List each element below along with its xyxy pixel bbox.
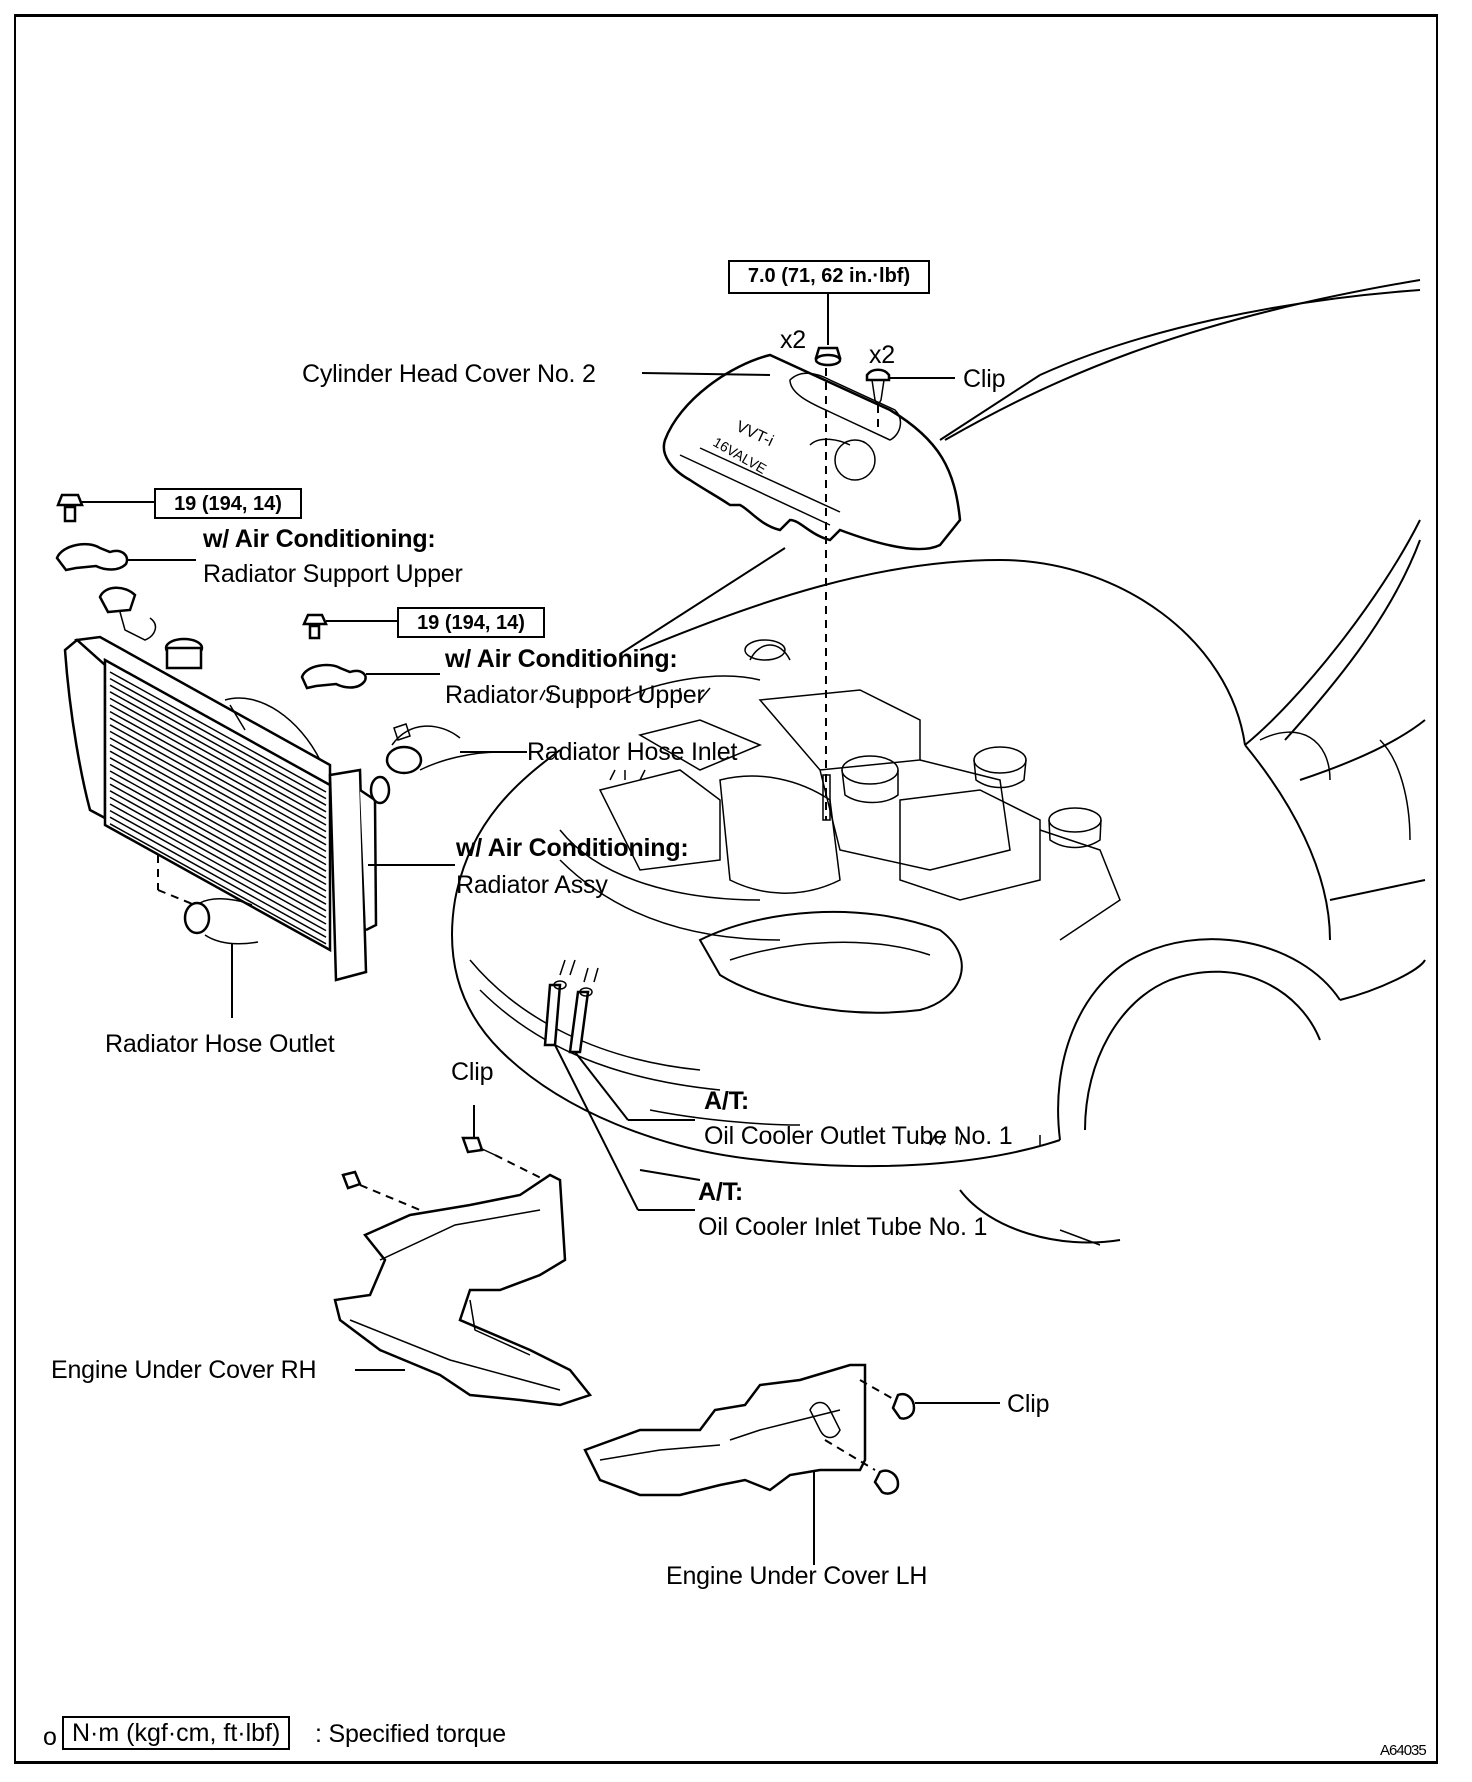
radiator-fin	[109, 823, 327, 945]
label-outlet-tube-name: Oil Cooler Outlet Tube No. 1	[704, 1122, 1013, 1150]
label-radiator-name: Radiator Assy	[456, 871, 608, 899]
torque-spec-support-bolt-1: 19 (194, 14)	[154, 488, 302, 519]
radiator-fin	[109, 691, 327, 813]
quantity-cover-nut: x2	[780, 326, 807, 354]
legend-description: : Specified torque	[315, 1720, 506, 1748]
label-support-1-name: Radiator Support Upper	[203, 560, 463, 588]
legend-unit-box: N·m (kgf·cm, ft·lbf)	[62, 1716, 291, 1750]
label-under-cover-rh: Engine Under Cover RH	[51, 1356, 317, 1384]
label-support-1-condition: w/ Air Conditioning:	[203, 525, 436, 553]
radiator-fin	[109, 704, 327, 826]
radiator-support-upper-2-drawing	[300, 613, 440, 690]
label-under-cover-lh: Engine Under Cover LH	[666, 1562, 928, 1590]
torque-spec-cover-nut: 7.0 (71, 62 in.·lbf)	[728, 260, 930, 294]
radiator-fin	[109, 770, 327, 892]
radiator-fin	[109, 816, 327, 938]
radiator-fin	[109, 803, 327, 925]
radiator-fin	[109, 790, 327, 912]
cylinder-head-cover-drawing: VVT-i 16VALVE	[662, 353, 962, 551]
radiator-fin	[109, 730, 327, 853]
radiator-fin	[109, 783, 327, 905]
radiator-fin	[109, 684, 327, 806]
radiator-drawing	[63, 586, 527, 1018]
label-support-2-condition: w/ Air Conditioning:	[445, 645, 678, 673]
label-outlet-tube-condition: A/T:	[704, 1087, 750, 1115]
label-clip-middle: Clip	[451, 1058, 494, 1086]
diagram-frame	[14, 14, 1438, 1764]
torque-spec-support-bolt-2: 19 (194, 14)	[397, 607, 545, 638]
radiator-fin	[109, 710, 327, 833]
cover-fasteners	[619, 294, 955, 821]
radiator-fin	[109, 809, 327, 932]
legend-marker: o	[43, 1723, 57, 1751]
radiator-fin	[109, 757, 327, 879]
engine-bay-outline	[539, 639, 1411, 941]
label-hose-inlet: Radiator Hose Inlet	[527, 738, 738, 766]
label-radiator-condition: w/ Air Conditioning:	[456, 834, 689, 862]
quantity-cover-clip: x2	[869, 341, 896, 369]
label-clip-bottom: Clip	[1007, 1390, 1050, 1418]
radiator-fin	[109, 724, 327, 846]
radiator-fin	[109, 677, 327, 800]
label-inlet-tube-condition: A/T:	[698, 1178, 744, 1206]
engine-under-cover-lh-drawing	[583, 1363, 1000, 1565]
radiator-fin	[109, 743, 327, 866]
label-hose-outlet: Radiator Hose Outlet	[105, 1030, 335, 1058]
radiator-fin	[109, 796, 327, 919]
radiator-fin	[109, 717, 327, 839]
radiator-fin	[109, 750, 327, 872]
label-clip-top: Clip	[963, 365, 1006, 393]
radiator-fin	[109, 697, 327, 820]
radiator-fin	[109, 737, 327, 859]
label-inlet-tube-name: Oil Cooler Inlet Tube No. 1	[698, 1213, 988, 1241]
engine-under-cover-rh-drawing	[333, 1105, 593, 1407]
car-body-outline	[451, 279, 1426, 1246]
label-cylinder-head-cover: Cylinder Head Cover No. 2	[302, 360, 596, 388]
figure-id: A64035	[1380, 1742, 1427, 1759]
radiator-fin	[109, 671, 327, 793]
radiator-fin	[109, 763, 327, 886]
radiator-support-upper-1-drawing	[55, 493, 196, 572]
radiator-fin	[109, 776, 327, 899]
label-support-2-name: Radiator Support Upper	[445, 681, 705, 709]
oil-cooler-tubes-drawing	[543, 959, 695, 1211]
